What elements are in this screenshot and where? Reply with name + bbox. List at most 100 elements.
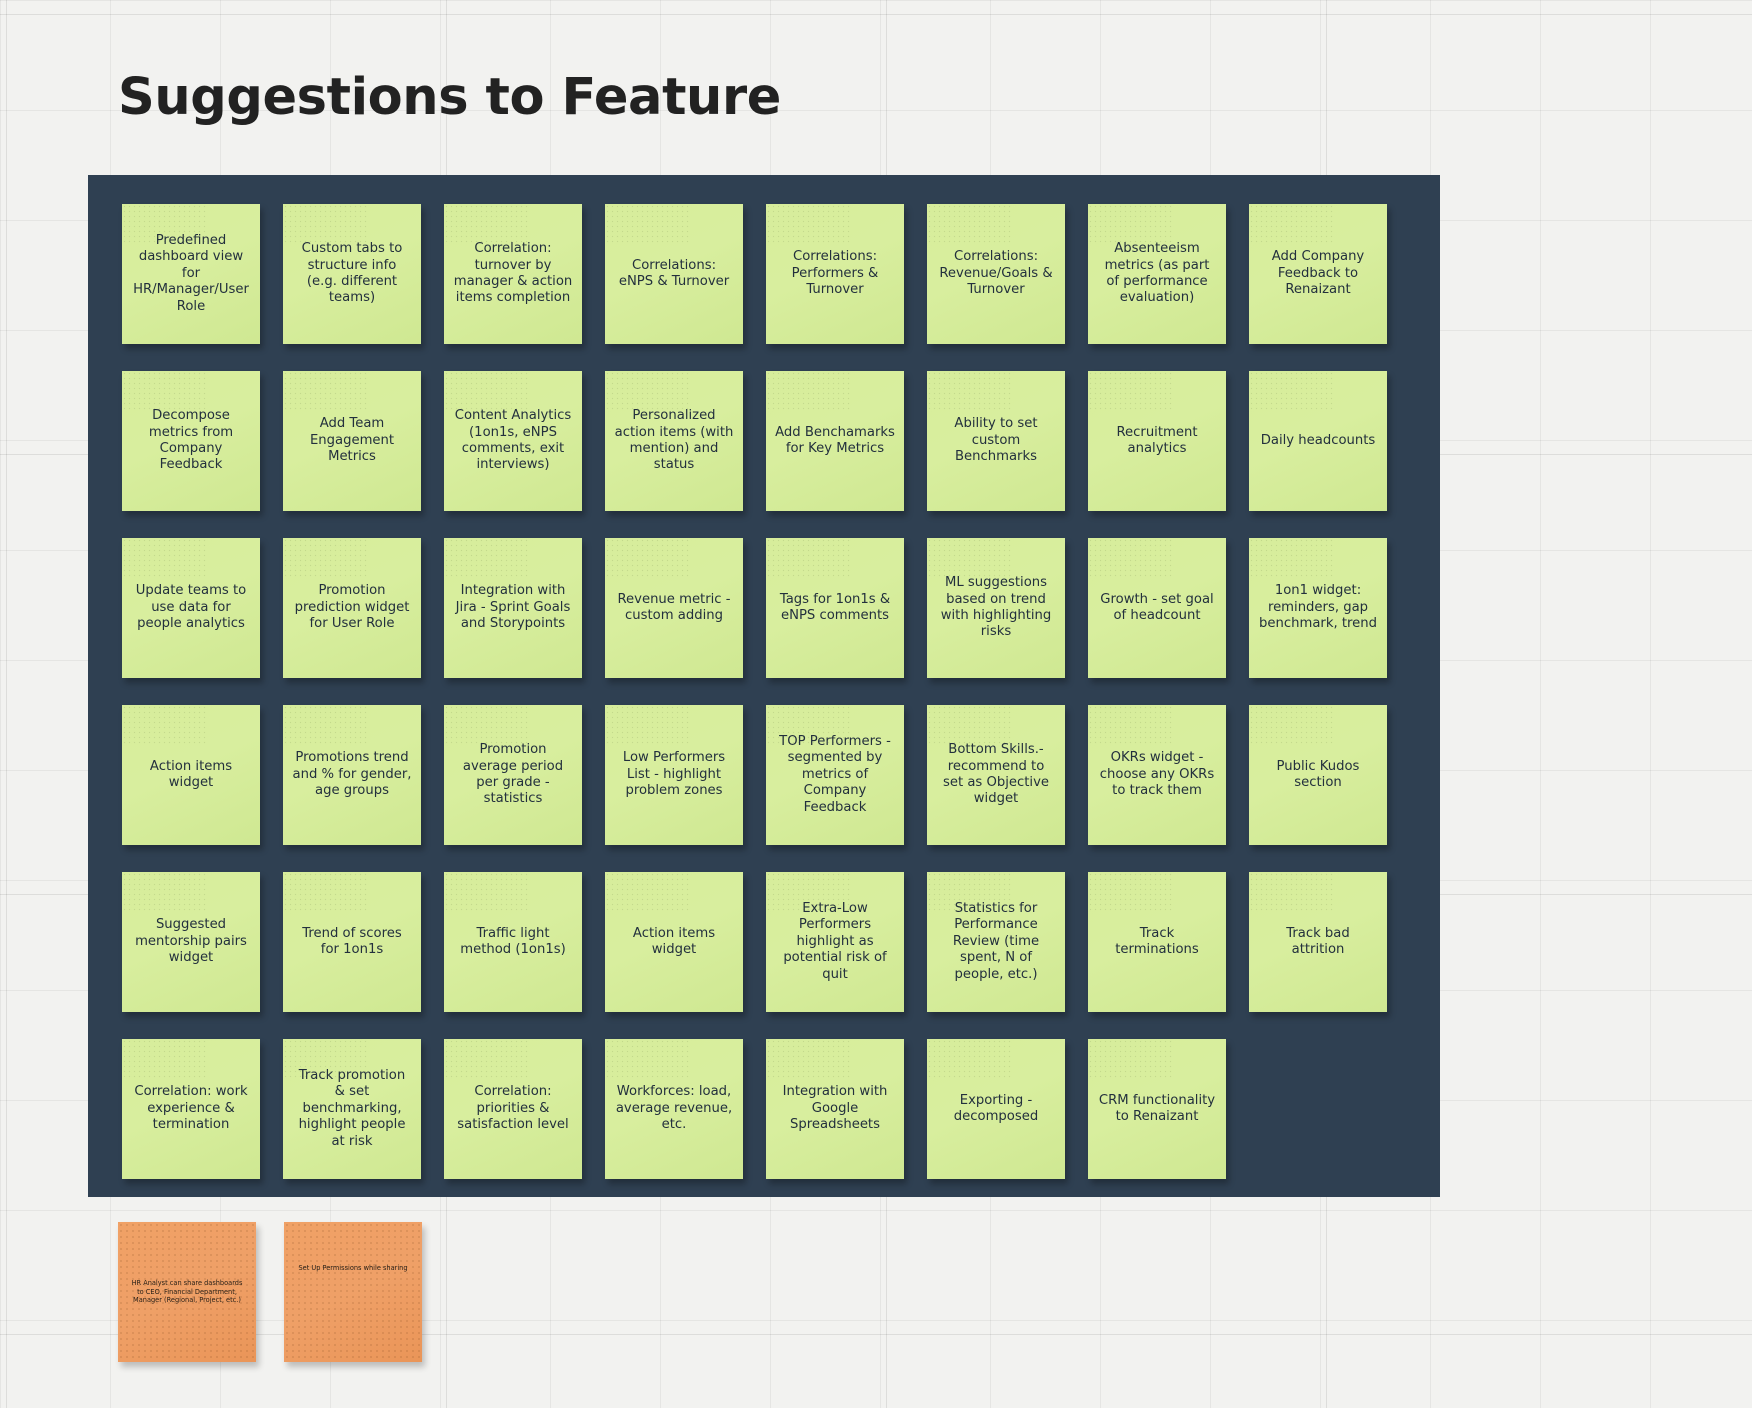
- sticky-note[interactable]: Correlation: priorities & satisfaction l…: [444, 1039, 582, 1179]
- sticky-note[interactable]: Promotion average period per grade - sta…: [444, 705, 582, 845]
- sticky-note-cell: Add Team Engagement Metrics: [283, 371, 444, 538]
- sticky-note-cell: Suggested mentorship pairs widget: [122, 872, 283, 1039]
- sticky-note[interactable]: Correlation: work experience & terminati…: [122, 1039, 260, 1179]
- sticky-note-cell: ML suggestions based on trend with highl…: [927, 538, 1088, 705]
- sticky-note-text: Track terminations: [1115, 925, 1199, 957]
- sticky-note-text: Add Company Feedback to Renaizant: [1271, 249, 1365, 298]
- sticky-note[interactable]: Correlations: eNPS & Turnover: [605, 204, 743, 344]
- sticky-note-text: Exporting - decomposed: [953, 1092, 1039, 1124]
- sticky-note-text: Correlation: priorities & satisfaction l…: [457, 1084, 569, 1133]
- sticky-note[interactable]: Add Company Feedback to Renaizant: [1249, 204, 1387, 344]
- sticky-note[interactable]: Update teams to use data for people anal…: [122, 538, 260, 678]
- sticky-note[interactable]: Add Team Engagement Metrics: [283, 371, 421, 511]
- sticky-note[interactable]: ML suggestions based on trend with highl…: [927, 538, 1065, 678]
- sticky-note[interactable]: TOP Performers - segmented by metrics of…: [766, 705, 904, 845]
- sticky-note-text: Growth - set goal of headcount: [1100, 591, 1214, 623]
- sticky-note-cell: Correlation: turnover by manager & actio…: [444, 204, 605, 371]
- sticky-note[interactable]: Daily headcounts: [1249, 371, 1387, 511]
- sticky-note-text: Recruitment analytics: [1116, 424, 1198, 456]
- sticky-note-text: Promotion prediction widget for User Rol…: [294, 583, 410, 632]
- sticky-note-cell: Correlations: Revenue/Goals & Turnover: [927, 204, 1088, 371]
- sticky-note[interactable]: Correlations: Revenue/Goals & Turnover: [927, 204, 1065, 344]
- sticky-note-cell: Recruitment analytics: [1088, 371, 1249, 538]
- sticky-note-text: Workforces: load, average revenue, etc.: [615, 1084, 733, 1133]
- sticky-note-text: ML suggestions based on trend with highl…: [940, 575, 1052, 640]
- orange-sticky-note-text: Set Up Permissions while sharing: [298, 1264, 408, 1272]
- sticky-note-cell: Track bad attrition: [1249, 872, 1410, 1039]
- sticky-note[interactable]: OKRs widget - choose any OKRs to track t…: [1088, 705, 1226, 845]
- sticky-note[interactable]: Low Performers List - highlight problem …: [605, 705, 743, 845]
- sticky-note-text: Add Team Engagement Metrics: [309, 416, 395, 465]
- sticky-note[interactable]: Growth - set goal of headcount: [1088, 538, 1226, 678]
- sticky-note-cell: Custom tabs to structure info (e.g. diff…: [283, 204, 444, 371]
- sticky-note[interactable]: Action items widget: [122, 705, 260, 845]
- sticky-note-text: Add Benchamarks for Key Metrics: [775, 424, 895, 456]
- sticky-note-cell: Content Analytics (1on1s, eNPS comments,…: [444, 371, 605, 538]
- sticky-note-cell: Workforces: load, average revenue, etc.: [605, 1039, 766, 1206]
- sticky-note[interactable]: CRM functionality to Renaizant: [1088, 1039, 1226, 1179]
- sticky-note-text: Suggested mentorship pairs widget: [135, 917, 247, 966]
- sticky-note[interactable]: Recruitment analytics: [1088, 371, 1226, 511]
- sticky-note[interactable]: Workforces: load, average revenue, etc.: [605, 1039, 743, 1179]
- orange-notes-group: HR Analyst can share dashboards to CEO, …: [118, 1222, 422, 1362]
- sticky-note[interactable]: Revenue metric - custom adding: [605, 538, 743, 678]
- sticky-note[interactable]: Predefined dashboard view for HR/Manager…: [122, 204, 260, 344]
- sticky-note[interactable]: Traffic light method (1on1s): [444, 872, 582, 1012]
- sticky-note[interactable]: Bottom Skills.- recommend to set as Obje…: [927, 705, 1065, 845]
- sticky-note-text: Statistics for Performance Review (time …: [952, 900, 1040, 982]
- sticky-note[interactable]: Tags for 1on1s & eNPS comments: [766, 538, 904, 678]
- sticky-note-text: TOP Performers - segmented by metrics of…: [779, 733, 891, 815]
- sticky-note[interactable]: Suggested mentorship pairs widget: [122, 872, 260, 1012]
- sticky-note[interactable]: Content Analytics (1on1s, eNPS comments,…: [444, 371, 582, 511]
- sticky-note-text: Tags for 1on1s & eNPS comments: [779, 591, 891, 623]
- sticky-note-text: Action items widget: [632, 925, 716, 957]
- sticky-note[interactable]: Ability to set custom Benchmarks: [927, 371, 1065, 511]
- sticky-note[interactable]: Promotion prediction widget for User Rol…: [283, 538, 421, 678]
- sticky-note-cell: Action items widget: [605, 872, 766, 1039]
- sticky-note[interactable]: Integration with Google Spreadsheets: [766, 1039, 904, 1179]
- sticky-note-cell: Personalized action items (with mention)…: [605, 371, 766, 538]
- sticky-note[interactable]: Decompose metrics from Company Feedback: [122, 371, 260, 511]
- sticky-note-text: Correlation: work experience & terminati…: [134, 1084, 248, 1133]
- sticky-note[interactable]: Public Kudos section: [1249, 705, 1387, 845]
- sticky-note-cell: Update teams to use data for people anal…: [122, 538, 283, 705]
- sticky-note[interactable]: 1on1 widget: reminders, gap benchmark, t…: [1249, 538, 1387, 678]
- board-frame: Predefined dashboard view for HR/Manager…: [88, 175, 1440, 1197]
- sticky-note-text: Promotions trend and % for gender, age g…: [292, 750, 412, 799]
- sticky-note[interactable]: Trend of scores for 1on1s: [283, 872, 421, 1012]
- sticky-note-text: 1on1 widget: reminders, gap benchmark, t…: [1259, 583, 1377, 632]
- sticky-note-cell: Predefined dashboard view for HR/Manager…: [122, 204, 283, 371]
- orange-sticky-note[interactable]: Set Up Permissions while sharing: [284, 1222, 422, 1362]
- sticky-note-cell: Revenue metric - custom adding: [605, 538, 766, 705]
- sticky-note-cell: Ability to set custom Benchmarks: [927, 371, 1088, 538]
- sticky-note[interactable]: Track terminations: [1088, 872, 1226, 1012]
- sticky-note-cell: Promotion prediction widget for User Rol…: [283, 538, 444, 705]
- sticky-note-text: Action items widget: [149, 758, 233, 790]
- sticky-note[interactable]: Integration with Jira - Sprint Goals and…: [444, 538, 582, 678]
- sticky-note[interactable]: Extra-Low Performers highlight as potent…: [766, 872, 904, 1012]
- sticky-note[interactable]: Personalized action items (with mention)…: [605, 371, 743, 511]
- sticky-note[interactable]: Correlation: turnover by manager & actio…: [444, 204, 582, 344]
- sticky-note[interactable]: Add Benchamarks for Key Metrics: [766, 371, 904, 511]
- sticky-note-text: Integration with Google Spreadsheets: [782, 1084, 888, 1133]
- sticky-note-cell: Growth - set goal of headcount: [1088, 538, 1249, 705]
- sticky-note[interactable]: Promotions trend and % for gender, age g…: [283, 705, 421, 845]
- sticky-note-cell: Tags for 1on1s & eNPS comments: [766, 538, 927, 705]
- sticky-note-cell: Track terminations: [1088, 872, 1249, 1039]
- sticky-note[interactable]: Custom tabs to structure info (e.g. diff…: [283, 204, 421, 344]
- sticky-note[interactable]: Correlations: Performers & Turnover: [766, 204, 904, 344]
- sticky-note[interactable]: Absenteeism metrics (as part of performa…: [1088, 204, 1226, 344]
- sticky-note[interactable]: Track promotion & set benchmarking, high…: [283, 1039, 421, 1179]
- sticky-note[interactable]: Statistics for Performance Review (time …: [927, 872, 1065, 1012]
- sticky-note[interactable]: Exporting - decomposed: [927, 1039, 1065, 1179]
- sticky-note-text: Update teams to use data for people anal…: [135, 583, 247, 632]
- sticky-note-text: Trend of scores for 1on1s: [302, 925, 402, 957]
- page-title: Suggestions to Feature: [118, 68, 781, 127]
- sticky-note[interactable]: Track bad attrition: [1249, 872, 1387, 1012]
- orange-sticky-note[interactable]: HR Analyst can share dashboards to CEO, …: [118, 1222, 256, 1362]
- sticky-note[interactable]: Action items widget: [605, 872, 743, 1012]
- sticky-note-text: Custom tabs to structure info (e.g. diff…: [301, 241, 403, 306]
- sticky-note-cell: Decompose metrics from Company Feedback: [122, 371, 283, 538]
- sticky-note-cell: Correlations: Performers & Turnover: [766, 204, 927, 371]
- sticky-note-text: Public Kudos section: [1276, 758, 1360, 790]
